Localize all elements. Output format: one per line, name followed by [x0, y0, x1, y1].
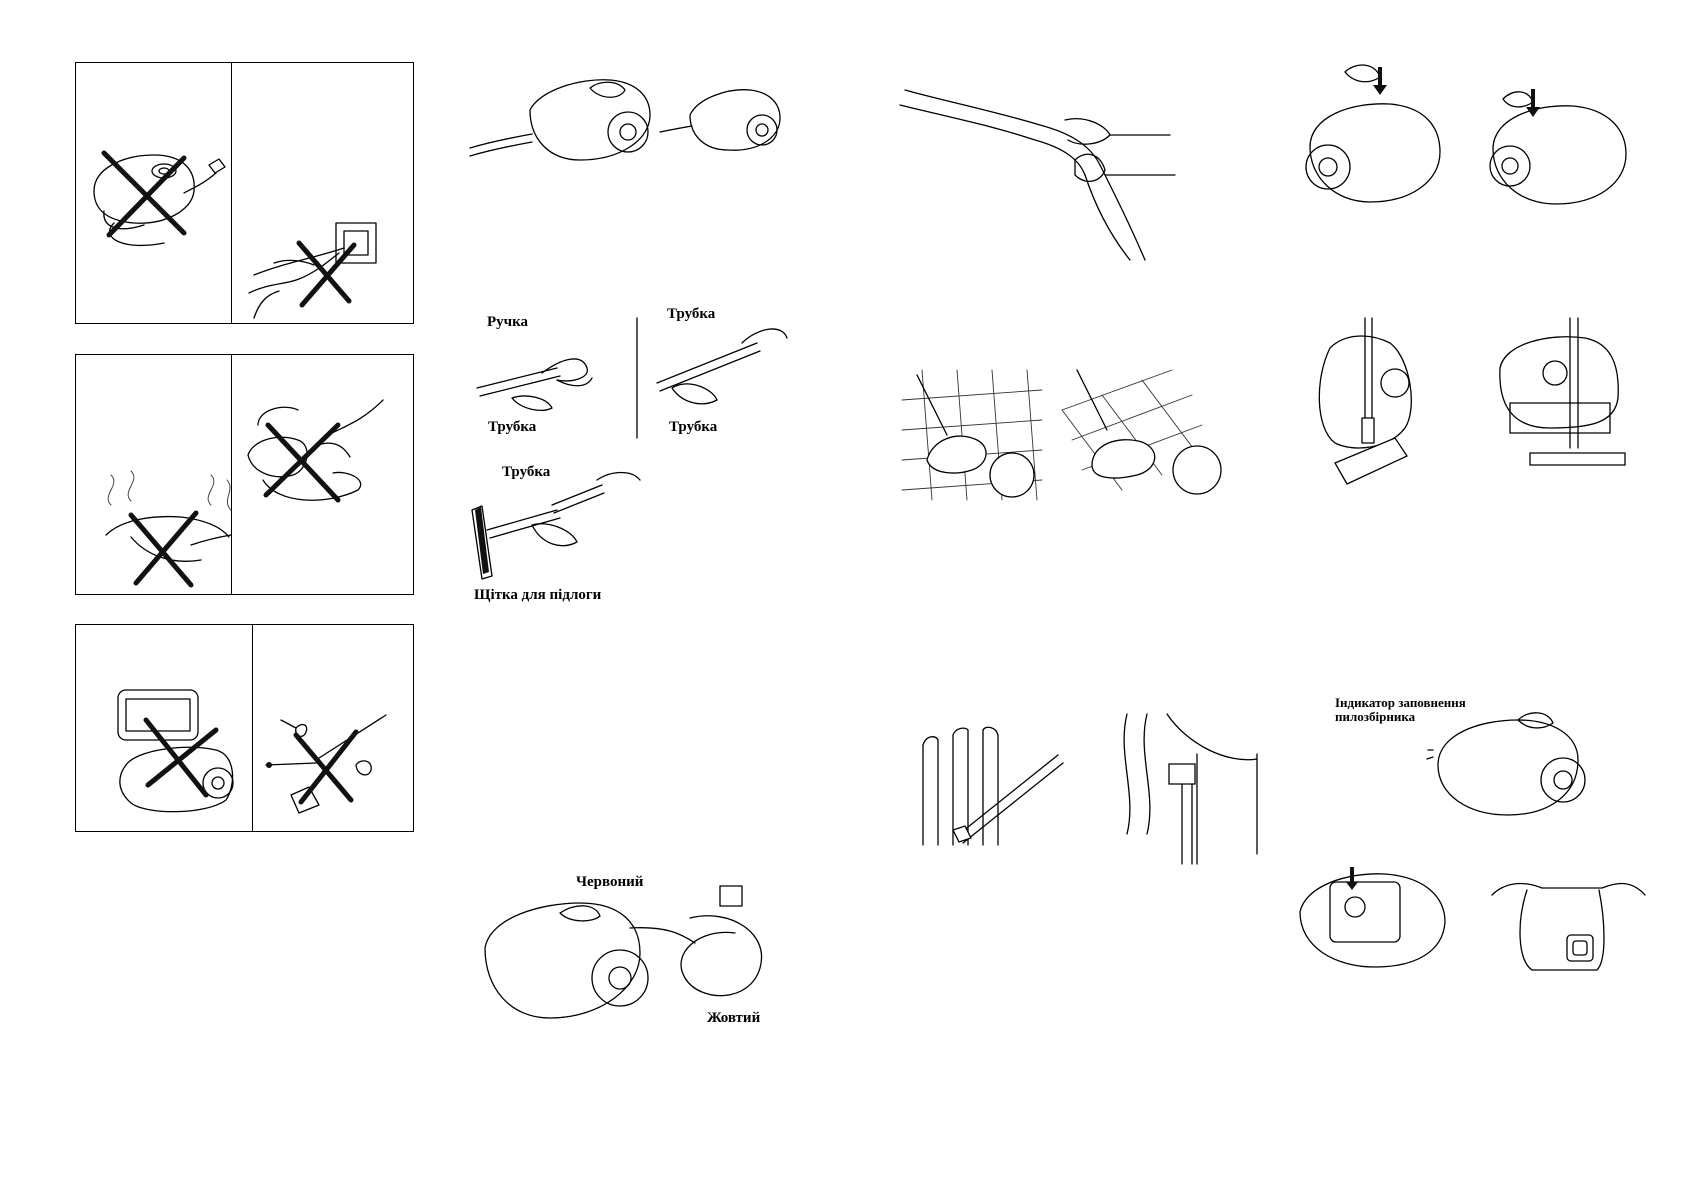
floor-brush-label: Щітка для підлоги — [474, 587, 602, 603]
pedal-power-illustration-2 — [1488, 89, 1638, 214]
fill-indicator-label: Індикатор заповнення пилозбірника — [1335, 695, 1466, 724]
tile-floor-nozzle-illustration — [902, 370, 1052, 500]
yellow-label: Жовтий — [707, 1010, 761, 1026]
vacuum-cord-crossed-icon — [84, 133, 234, 313]
tube-label-right-bottom: Трубка — [669, 419, 718, 435]
plug-pull-crossed-icon — [244, 203, 409, 318]
panel-divider — [231, 355, 232, 594]
dust-bag-remove-illustration — [1487, 860, 1647, 975]
dust-bag-compartment-illustration — [1295, 867, 1455, 972]
panel-divider — [252, 625, 253, 831]
handle-label: Ручка — [487, 314, 529, 330]
warning-panel-3 — [75, 624, 414, 832]
radiator-nozzle-icon — [96, 685, 251, 825]
warning-panel-2 — [75, 354, 414, 595]
telescopic-tube-illustration — [900, 75, 1180, 265]
vacuum-hose-connect-illustration — [470, 70, 800, 170]
tube-label-left: Трубка — [488, 419, 537, 435]
tube-label-right-top: Трубка — [667, 306, 716, 322]
carpet-nozzle-illustration — [1062, 370, 1232, 500]
fill-indicator-illustration — [1428, 705, 1598, 820]
water-bucket-crossed-icon — [238, 385, 408, 535]
curtain-cleaning-illustration — [1117, 714, 1262, 864]
warning-panel-1 — [75, 62, 414, 324]
cord-rewind-illustration — [480, 878, 780, 1038]
sharp-objects-crossed-icon — [261, 710, 406, 820]
pedal-power-illustration-1 — [1300, 62, 1455, 212]
parking-upright-illustration-2 — [1490, 318, 1630, 478]
tube-label-lower: Трубка — [502, 464, 551, 480]
radiator-cleaning-illustration — [918, 725, 1068, 855]
panel-divider — [231, 63, 232, 323]
parking-upright-illustration-1 — [1310, 318, 1440, 508]
heat-source-crossed-icon — [101, 465, 236, 590]
red-label: Червоний — [576, 874, 644, 890]
handle-tube-illustration — [472, 318, 802, 458]
floor-brush-attach-illustration — [472, 470, 642, 580]
